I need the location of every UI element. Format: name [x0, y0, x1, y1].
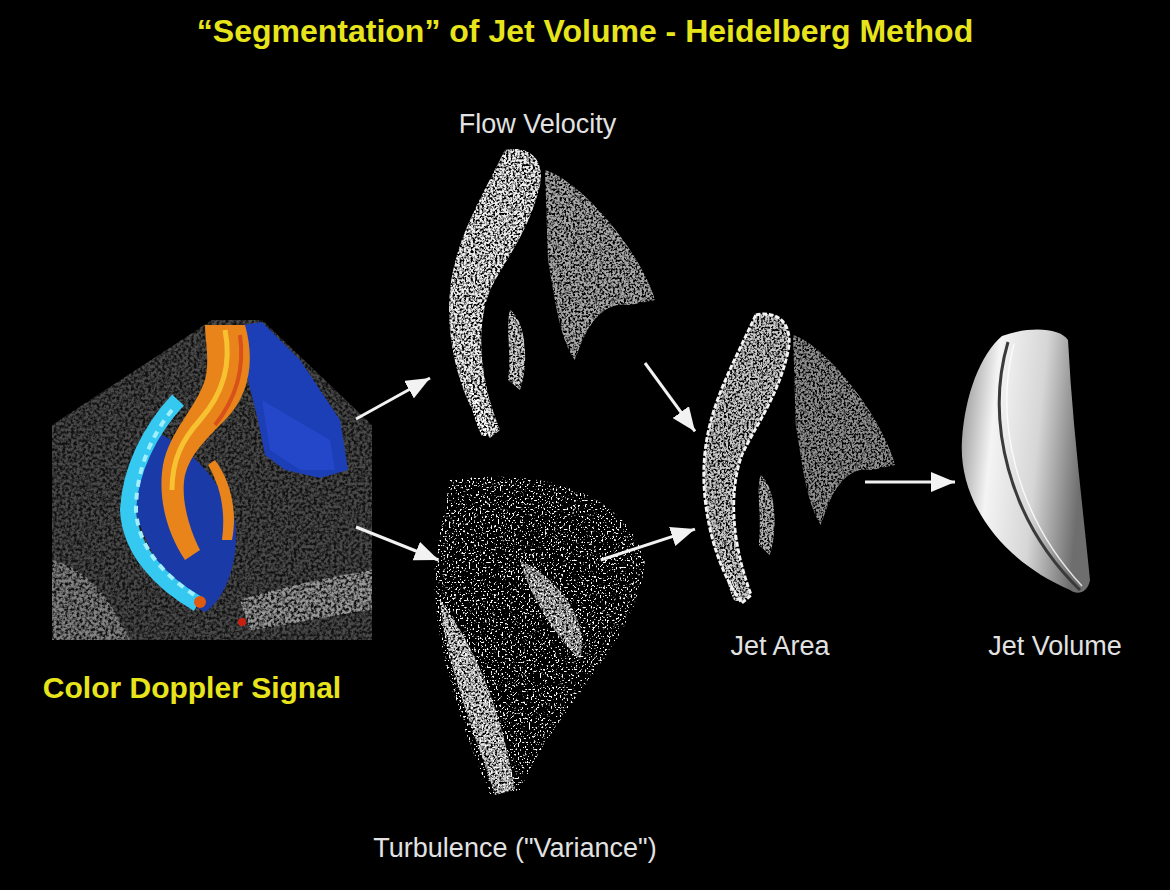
flow-arrow [601, 529, 695, 560]
panel-label: Jet Volume [988, 630, 1122, 662]
flow-arrow [865, 481, 955, 484]
flow-arrow [645, 363, 695, 431]
image-panel: Jet Area [695, 305, 865, 666]
panel-label: Turbulence ("Variance") [373, 832, 656, 864]
ultrasound-sector [52, 320, 372, 640]
image-panel: Flow Velocity [430, 108, 645, 408]
image-panel: Jet Volume [955, 325, 1155, 666]
image-panel: Turbulence ("Variance") [362, 560, 668, 870]
velocity-image [449, 149, 655, 438]
title-bar: “Segmentation” of Jet Volume - Heidelber… [0, 12, 1170, 50]
jet-area-image [704, 314, 896, 603]
jet-volume-shape [962, 330, 1090, 593]
panel-label: Color Doppler Signal [43, 670, 341, 706]
turbulence-image [434, 477, 645, 795]
flow-arrow [356, 527, 439, 560]
ultrasound-tissue [52, 320, 372, 640]
panel-label: Jet Area [730, 630, 829, 662]
doppler-image [52, 320, 372, 640]
diagram-title: “Segmentation” of Jet Volume - Heidelber… [197, 12, 973, 50]
flow-arrow [356, 378, 430, 419]
panel-label: Flow Velocity [459, 108, 617, 140]
image-panel: Color Doppler Signal [28, 315, 356, 715]
